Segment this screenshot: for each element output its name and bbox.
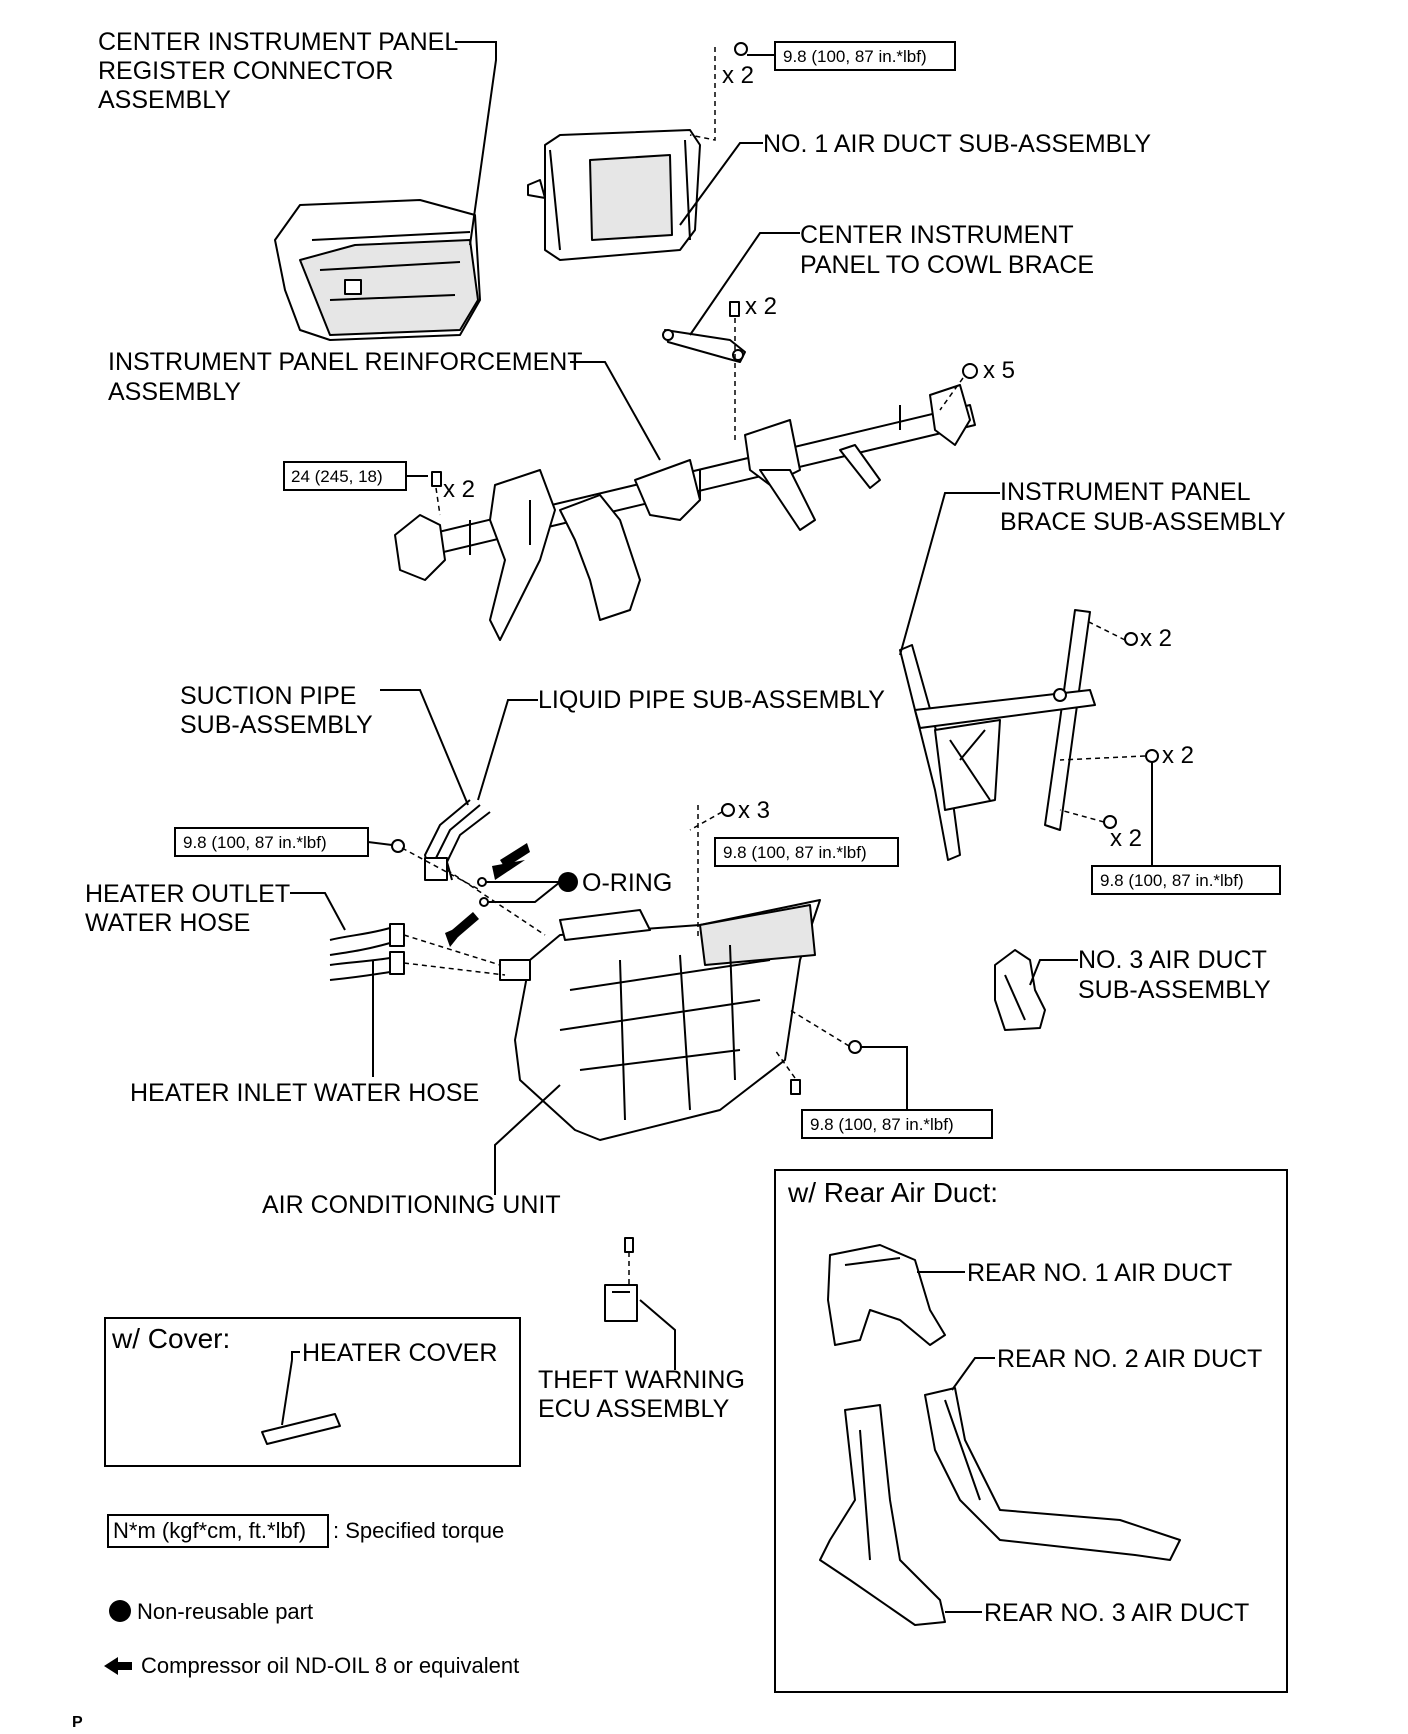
torque-pipe: 9.8 (100, 87 in.*lbf) xyxy=(183,833,327,852)
legend-nonreusable-text: Non-reusable part xyxy=(137,1599,313,1624)
label-theft-ecu-1: THEFT WARNING xyxy=(538,1366,745,1394)
torque-box-top xyxy=(774,41,956,71)
cowl-brace-drawing xyxy=(662,329,746,363)
nut-icon xyxy=(721,803,735,817)
no1-air-duct-drawing xyxy=(527,129,701,261)
mult-brace-low: x 2 xyxy=(1110,825,1142,852)
label-rear-no2: REAR NO. 2 AIR DUCT xyxy=(997,1345,1262,1373)
mult-brace-top: x 2 xyxy=(1140,625,1172,652)
torque-brace: 9.8 (100, 87 in.*lbf) xyxy=(1100,871,1244,890)
legend-torque-box xyxy=(107,1514,329,1548)
label-rear-no3: REAR NO. 3 AIR DUCT xyxy=(984,1599,1249,1627)
mult-unit-top: x 3 xyxy=(738,797,770,824)
label-suction-pipe-1: SUCTION PIPE xyxy=(180,682,356,710)
legend-torque-text: : Specified torque xyxy=(333,1518,504,1543)
mult-cowl: x 2 xyxy=(745,293,777,320)
nut-icon xyxy=(734,42,748,56)
torque-box-unit-top xyxy=(714,837,899,867)
theft-ecu-drawing xyxy=(604,1284,638,1322)
fasteners xyxy=(391,42,1159,1253)
label-no1-air-duct: NO. 1 AIR DUCT SUB-ASSEMBLY xyxy=(763,130,1151,158)
label-theft-ecu-2: ECU ASSEMBLY xyxy=(538,1395,730,1423)
torque-top: 9.8 (100, 87 in.*lbf) xyxy=(783,47,927,66)
inset-rear-air-duct: w/ Rear Air Duct: REAR NO. 1 AIR DUCT RE… xyxy=(774,1169,1288,1693)
label-o-ring: O-RING xyxy=(582,869,672,897)
label-heater-inlet: HEATER INLET WATER HOSE xyxy=(130,1079,479,1107)
label-liquid-pipe: LIQUID PIPE SUB-ASSEMBLY xyxy=(538,686,885,714)
nut-icon xyxy=(848,1040,862,1054)
register-connector-drawing xyxy=(274,199,481,341)
pipes-drawing xyxy=(423,799,491,881)
nut-icon xyxy=(1145,749,1159,763)
bolt-icon xyxy=(431,471,442,487)
inset-cover-title: w/ Cover: xyxy=(111,1323,230,1354)
legend-torque-sample: N*m (kgf*cm, ft.*lbf) xyxy=(113,1518,306,1543)
label-reinforcement-2: ASSEMBLY xyxy=(108,378,241,406)
footer-code: P xyxy=(72,1714,83,1731)
label-cowl-brace-1: CENTER INSTRUMENT xyxy=(800,221,1074,249)
label-heater-cover: HEATER COVER xyxy=(302,1339,497,1367)
label-cowl-brace-2: PANEL TO COWL BRACE xyxy=(800,251,1094,279)
label-heater-outlet-2: WATER HOSE xyxy=(85,909,250,937)
nut-icon xyxy=(391,839,405,853)
heater-cover-drawing xyxy=(261,1413,341,1445)
leader-lines xyxy=(290,41,1153,1370)
mult-reinf-right: x 5 xyxy=(983,357,1015,384)
inset-cover: w/ Cover: HEATER COVER xyxy=(104,1317,521,1467)
bolt-icon xyxy=(962,363,978,379)
torque-reinforcement: 24 (245, 18) xyxy=(291,467,383,486)
label-register-connector-1: CENTER INSTRUMENT PANEL xyxy=(98,28,458,56)
label-register-connector-2: REGISTER CONNECTOR xyxy=(98,57,393,85)
rear-no2-duct-drawing xyxy=(924,1387,1181,1561)
label-heater-outlet-1: HEATER OUTLET xyxy=(85,880,290,908)
label-suction-pipe-2: SUB-ASSEMBLY xyxy=(180,711,373,739)
heater-hoses-drawing xyxy=(329,923,405,981)
torque-box-unit-bottom xyxy=(801,1109,993,1139)
torque-box-pipe xyxy=(174,827,369,857)
legend-oil-text: Compressor oil ND-OIL 8 or equivalent xyxy=(141,1653,519,1678)
torque-box-reinforcement xyxy=(283,461,407,491)
label-reinforcement-1: INSTRUMENT PANEL REINFORCEMENT xyxy=(108,348,583,376)
label-rear-no1: REAR NO. 1 AIR DUCT xyxy=(967,1259,1232,1287)
label-brace-sub-2: BRACE SUB-ASSEMBLY xyxy=(1000,508,1286,536)
reinforcement-drawing xyxy=(394,384,976,641)
oil-arrow-icon xyxy=(104,1657,132,1675)
label-no3-air-duct-2: SUB-ASSEMBLY xyxy=(1078,976,1271,1004)
bolt-icon xyxy=(790,1079,801,1095)
label-brace-sub-1: INSTRUMENT PANEL xyxy=(1000,478,1251,506)
no3-air-duct-drawing xyxy=(994,949,1046,1031)
torque-unit-bottom: 9.8 (100, 87 in.*lbf) xyxy=(810,1115,954,1134)
inset-rear-title: w/ Rear Air Duct: xyxy=(787,1177,998,1208)
torque-unit-top: 9.8 (100, 87 in.*lbf) xyxy=(723,843,867,862)
ac-unit-drawing xyxy=(499,899,821,1141)
rear-no3-duct-drawing xyxy=(819,1404,946,1626)
label-no3-air-duct-1: NO. 3 AIR DUCT xyxy=(1078,946,1267,974)
label-ac-unit: AIR CONDITIONING UNIT xyxy=(262,1191,561,1219)
nonreusable-dot-icon xyxy=(109,1600,131,1622)
bolt-icon xyxy=(624,1237,634,1253)
bolt-icon xyxy=(729,301,740,317)
torque-box-brace xyxy=(1091,865,1281,895)
rear-no1-duct-drawing xyxy=(827,1244,946,1346)
brace-sub-drawing xyxy=(899,609,1096,861)
label-register-connector-3: ASSEMBLY xyxy=(98,86,231,114)
nut-icon xyxy=(1124,632,1138,646)
mult-top: x 2 xyxy=(722,62,754,89)
mult-reinf-left: x 2 xyxy=(443,476,475,503)
mult-brace-mid: x 2 xyxy=(1162,742,1194,769)
legend: N*m (kgf*cm, ft.*lbf) : Specified torque… xyxy=(104,1514,519,1678)
